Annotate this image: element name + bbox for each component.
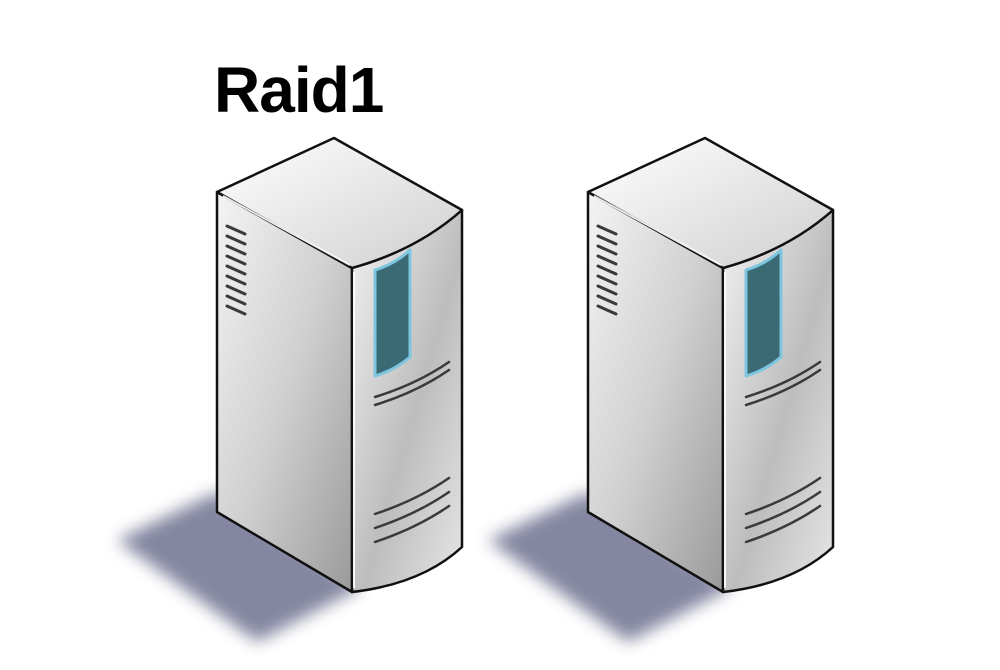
server-1 bbox=[117, 138, 462, 642]
server-tower-icon bbox=[117, 138, 462, 642]
server-tower-icon bbox=[488, 138, 833, 642]
diagram-title: Raid1 bbox=[214, 54, 384, 126]
server-2 bbox=[488, 138, 833, 642]
